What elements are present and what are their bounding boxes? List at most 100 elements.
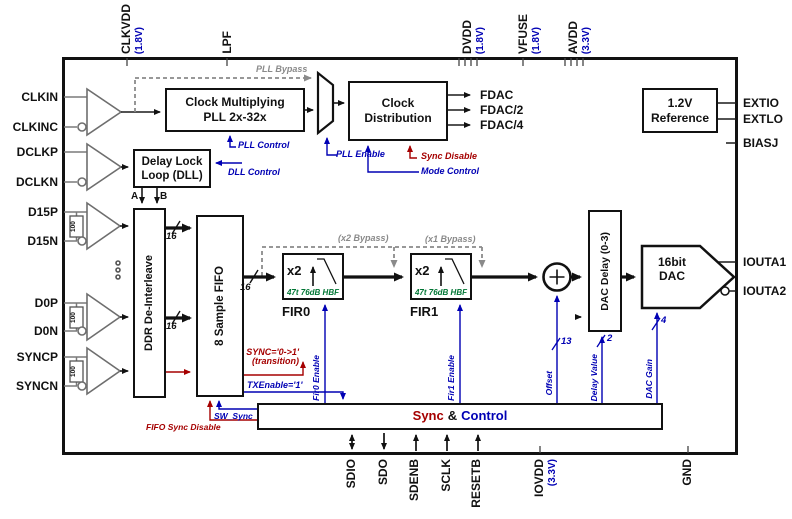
sync-control-word1: Sync — [412, 408, 444, 423]
fir1-enable-label: Fir1 Enable — [446, 355, 456, 401]
pll-control-label: PLL Control — [238, 140, 290, 150]
dll-line2: Loop (DLL) — [141, 169, 203, 182]
pin-sdo-label: SDO — [376, 459, 390, 486]
bus16-width-1: 16 — [166, 231, 177, 242]
pin-dclkp-label: DCLKP — [16, 145, 58, 159]
dll-tap-b-label: B — [160, 191, 168, 202]
bus4-width: 4 — [661, 315, 667, 326]
pin-biasj-label: BIASJ — [743, 136, 779, 150]
pin-clkin-label: CLKIN — [21, 90, 58, 104]
pin-sdio: SDIO — [344, 459, 358, 489]
pin-clkvdd-voltage: (1.8V) — [134, 26, 145, 54]
pin-lpf-label: LPF — [220, 31, 234, 54]
x2-bypass-label: (x2 Bypass) — [338, 233, 389, 243]
pin-d0n-label: D0N — [33, 324, 58, 338]
ddr-deinterleave-block: DDR De-Interleave — [133, 208, 166, 398]
fdac2-label: FDAC/2 — [480, 103, 524, 117]
clock-dist-line2: Distribution — [364, 111, 432, 125]
dll-tap-a-label: A — [131, 191, 139, 202]
pin-iouta1-label: IOUTA1 — [743, 255, 787, 269]
pin-extlo-label: EXTLO — [743, 112, 784, 126]
pin-avdd: AVDD (3.3V) — [566, 20, 593, 54]
x1-bypass-label: (x1 Bypass) — [425, 234, 476, 244]
pin-d0p-label: D0P — [34, 296, 58, 310]
pin-clkvdd-label: CLKVDD — [119, 4, 133, 54]
termination-resistor-d0: 100 — [70, 312, 77, 323]
sync-control-word2: Control — [461, 408, 508, 423]
bus16-width-2: 16 — [166, 321, 177, 332]
pin-sdenb-label: SDENB — [407, 459, 421, 502]
fifo-block: 8 Sample FIFO — [196, 215, 244, 397]
pin-d15p-label: D15P — [27, 205, 58, 219]
pin-sdenb: SDENB — [407, 459, 421, 502]
pin-clkvdd: CLKVDD (1.8V) — [119, 4, 146, 54]
pin-sclk-label: SCLK — [439, 459, 453, 492]
dll-block: Delay Lock Loop (DLL) — [133, 149, 211, 188]
tx-enable-label: TXEnable='1' — [247, 380, 303, 390]
sync-transition-line2: (transition) — [252, 356, 299, 366]
pin-iovdd-label: IOVDD — [532, 459, 546, 498]
fifo-label: 8 Sample FIFO — [213, 266, 226, 346]
sync-control-title: Sync&Control — [257, 408, 663, 423]
pin-sdio-label: SDIO — [344, 459, 358, 489]
delay-value-label: Delay Value — [589, 353, 599, 401]
pin-gnd-label: GND — [680, 459, 694, 486]
fdac4-label: FDAC/4 — [480, 118, 524, 132]
fir1-name: FIR1 — [410, 304, 439, 319]
pin-extio-label: EXTIO — [743, 96, 780, 110]
fir0-name: FIR0 — [282, 304, 311, 319]
offset-label: Offset — [544, 370, 554, 395]
sync-control-amp: & — [447, 408, 458, 423]
reference-line1: 1.2V — [667, 95, 693, 110]
bus2-width: 2 — [607, 333, 613, 344]
dac-gain-label: DAC Gain — [644, 359, 654, 399]
pll-enable-label: PLL Enable — [336, 149, 385, 159]
fir0-enable-label: Fir0 Enable — [311, 355, 321, 401]
pin-dvdd-label: DVDD — [460, 19, 474, 54]
pin-vfuse-label: VFUSE — [516, 13, 530, 54]
clock-distribution-block: Clock Distribution — [348, 81, 448, 141]
bus13-width: 13 — [561, 336, 572, 347]
pin-iouta2-label: IOUTA2 — [743, 284, 787, 298]
dac-line2: DAC — [659, 269, 685, 283]
termination-resistor-d15: 100 — [70, 221, 77, 232]
pll-bypass-label: PLL Bypass — [256, 64, 308, 74]
pin-avdd-label: AVDD — [566, 20, 580, 54]
termination-resistor-sync: 100 — [70, 366, 77, 377]
pin-dclkn-label: DCLKN — [16, 175, 58, 189]
dac-line1: 16bit — [657, 255, 686, 269]
fir1-gain: x2 — [415, 263, 430, 278]
dll-control-label: DLL Control — [228, 167, 280, 177]
fir1-filter: 47t 76dB HBF — [414, 288, 467, 297]
pll-line1: Clock Multiplying — [185, 95, 285, 109]
pin-iovdd: IOVDD (3.3V) — [532, 459, 559, 498]
dac-delay-label: DAC Delay (0-3) — [598, 231, 611, 311]
pin-vfuse-voltage: (1.8V) — [531, 26, 542, 54]
fdac-label: FDAC — [480, 88, 514, 102]
pin-resetb: RESETB — [469, 459, 483, 508]
mode-control-label: Mode Control — [421, 166, 479, 176]
pin-syncn-label: SYNCN — [15, 379, 58, 393]
pin-iovdd-voltage: (3.3V) — [547, 459, 558, 487]
bus16-width-3: 16 — [240, 282, 251, 293]
pll-block: Clock Multiplying PLL 2x-32x — [165, 88, 305, 132]
pin-d15n-label: D15N — [27, 234, 58, 248]
pin-dvdd-voltage: (1.8V) — [475, 26, 486, 54]
fir0-filter: 47t 76dB HBF — [286, 288, 339, 297]
sync-disable-label: Sync Disable — [421, 151, 478, 161]
ddr-label: DDR De-Interleave — [143, 255, 155, 351]
pll-line2: PLL 2x-32x — [203, 110, 267, 124]
sw-sync-label: SW_Sync — [214, 411, 253, 421]
fir0-gain: x2 — [287, 263, 302, 278]
pin-syncp-label: SYNCP — [16, 350, 58, 364]
reference-block: 1.2V Reference — [642, 88, 718, 133]
pin-clkinc-label: CLKINC — [12, 120, 58, 134]
dll-line1: Delay Lock — [141, 155, 203, 168]
pin-avdd-voltage: (3.3V) — [581, 26, 592, 54]
pin-sdo: SDO — [376, 459, 390, 486]
reference-line2: Reference — [650, 110, 710, 125]
dac-delay-block: DAC Delay (0-3) — [588, 210, 622, 332]
pin-vfuse: VFUSE (1.8V) — [516, 13, 543, 54]
clock-dist-line1: Clock — [381, 96, 415, 110]
